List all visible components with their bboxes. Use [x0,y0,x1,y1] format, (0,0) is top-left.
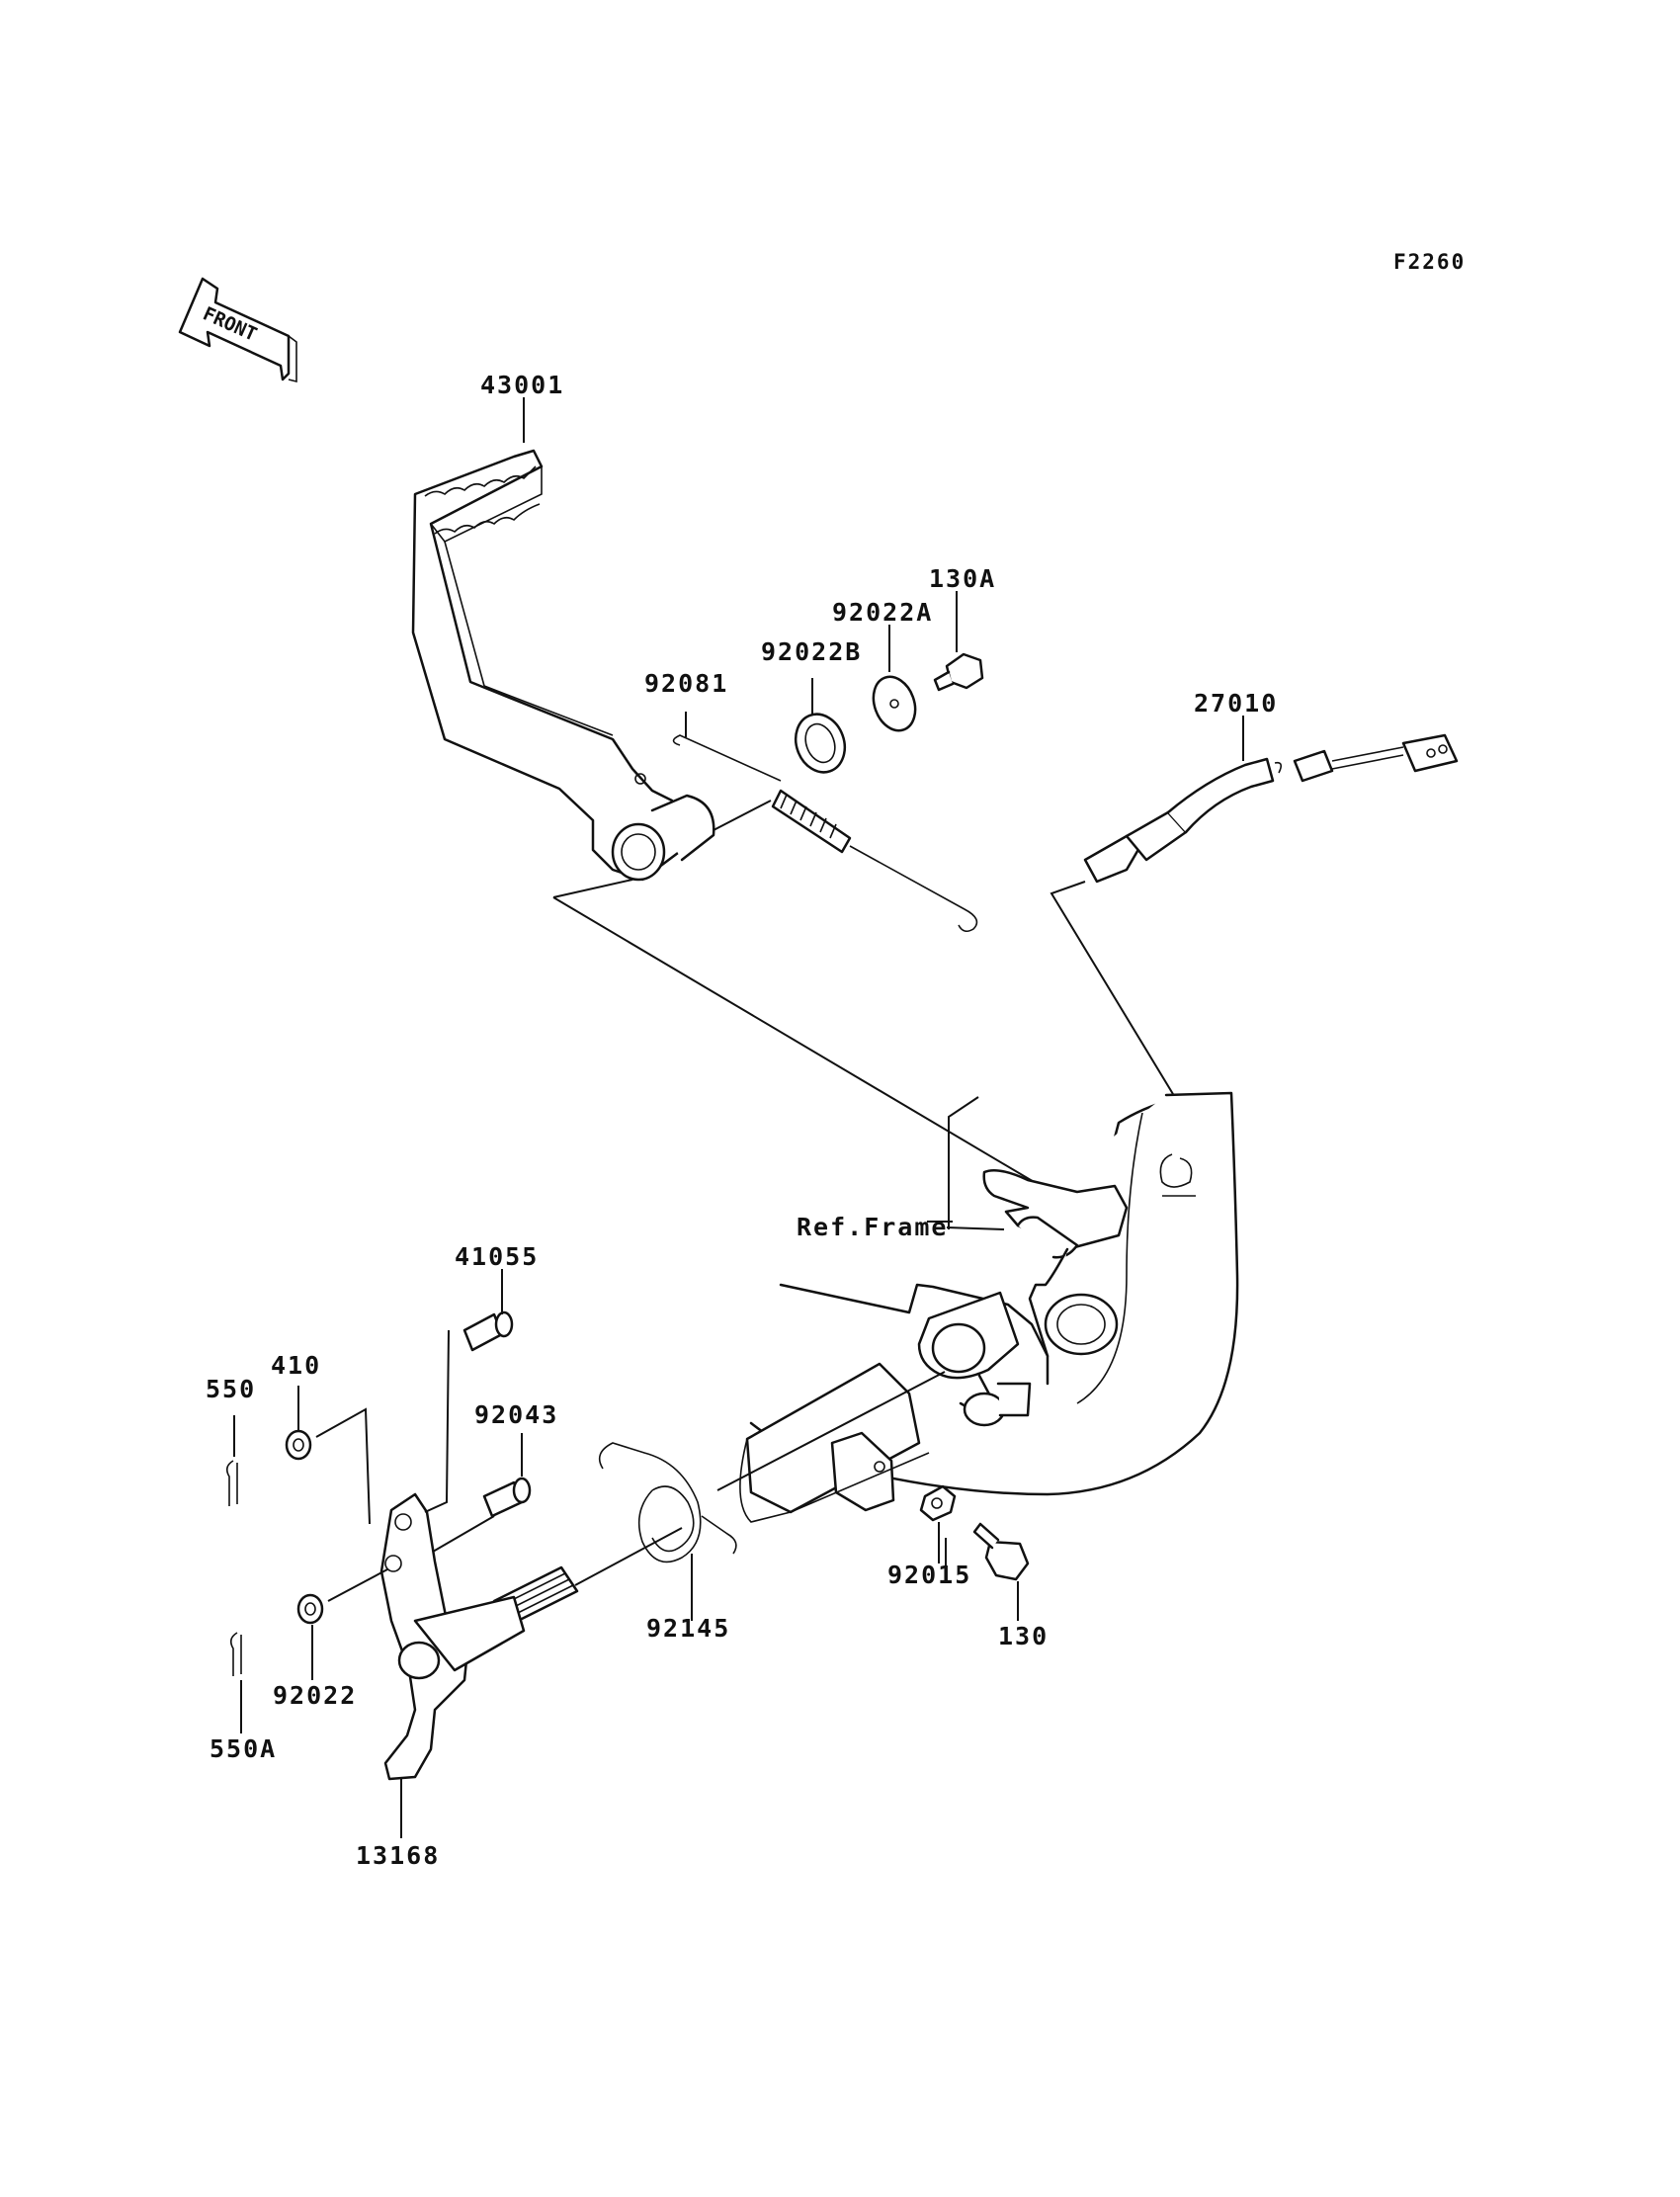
part-labels: 43001 130A 92022A 92022B 92081 27010 410… [206,371,1278,1870]
label-92022: 92022 [273,1681,357,1710]
return-spring [672,734,978,933]
brake-switch [1083,733,1459,884]
label-410: 410 [271,1351,321,1380]
label-43001: 43001 [480,371,564,399]
figure-code: F2260 [1393,250,1466,274]
label-130: 130 [998,1622,1049,1650]
label-92022b: 92022B [761,637,862,666]
leader-92145 [948,1096,979,1229]
washer-92022 [296,1593,324,1625]
washer-92022b [794,713,847,774]
torsion-spring [598,1442,737,1563]
cotter-pin-550a [229,1632,242,1676]
bolt-130 [972,1522,1030,1581]
label-92015: 92015 [887,1561,971,1589]
label-550a: 550A [210,1734,277,1763]
label-92081: 92081 [644,669,728,698]
label-41055: 41055 [455,1242,539,1271]
cotter-pin-550 [225,1460,238,1506]
label-13168: 13168 [356,1841,440,1870]
label-92145: 92145 [646,1614,730,1643]
washer-410 [285,1429,312,1461]
brake-lever [379,1492,579,1781]
pin-41055 [462,1310,514,1352]
shaft-housing [739,1362,930,1523]
label-92043: 92043 [474,1400,558,1429]
brake-pedal [411,449,715,882]
ref-frame-label: Ref.Frame [797,1213,948,1241]
washer-92022a [872,675,917,732]
pin-92043 [482,1477,532,1518]
bolt-130a [933,652,984,692]
label-130a: 130A [929,564,996,593]
nut-92015 [919,1484,957,1522]
front-arrow-icon: FRONT [178,277,297,383]
label-92022a: 92022A [832,598,933,627]
label-27010: 27010 [1194,689,1278,718]
label-550: 550 [206,1375,256,1403]
